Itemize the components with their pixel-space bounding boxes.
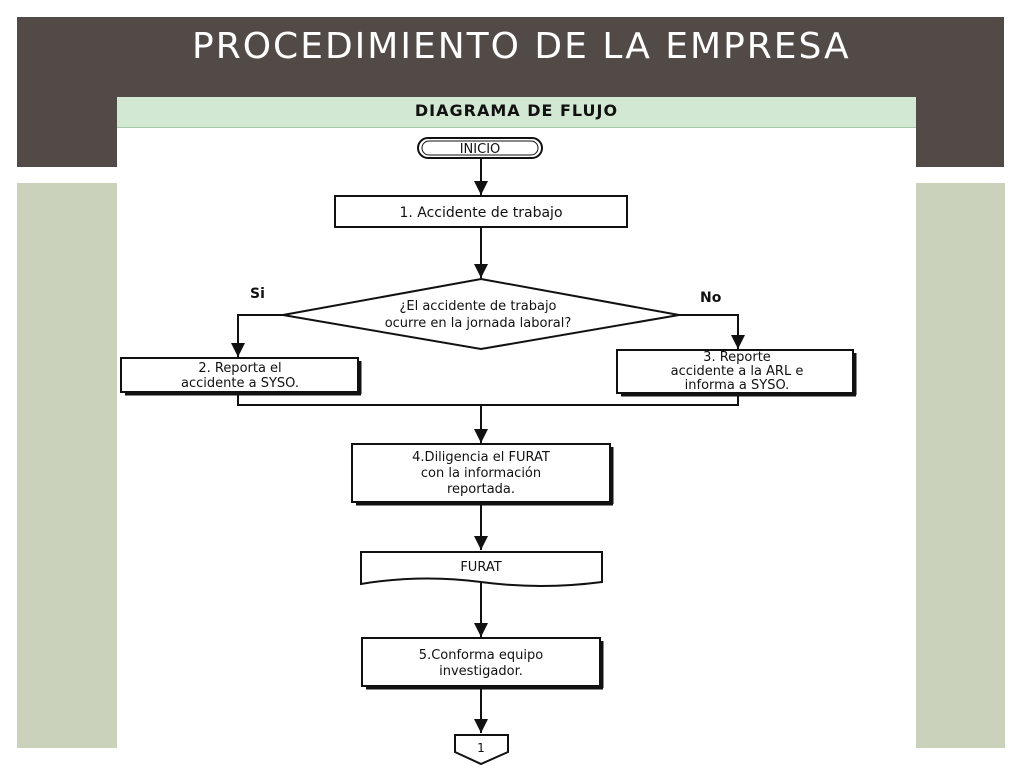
flowchart-figure: DIAGRAMA DE FLUJO INICIO — [117, 97, 916, 768]
arrow-no-branch — [679, 314, 745, 349]
left-side-panel — [17, 183, 117, 748]
arrow-yes-branch — [231, 314, 283, 357]
document-label: FURAT — [460, 560, 501, 575]
right-side-panel — [916, 183, 1005, 748]
furat-document-shape: FURAT — [360, 551, 603, 587]
step3-line2: accidente a la ARL e — [671, 364, 804, 379]
step3-line1: 3. Reporte — [703, 350, 771, 365]
step5-box: 5.Conforma equipo investigador. — [361, 637, 604, 690]
decision-diamond: ¿El accidente de trabajo ocurre en la jo… — [282, 277, 680, 351]
step4-line3: reportada. — [447, 482, 515, 497]
step4-line2: con la información — [421, 466, 541, 481]
merge-line — [237, 392, 739, 406]
step1-box: 1. Accidente de trabajo — [334, 195, 628, 228]
connector-lines — [231, 158, 745, 733]
diagram-title: DIAGRAMA DE FLUJO — [414, 101, 619, 120]
step5-line2: investigador. — [439, 664, 523, 679]
yes-label: Si — [250, 286, 265, 302]
slide-title: PROCEDIMIENTO DE LA EMPRESA — [192, 26, 851, 67]
decision-line1: ¿El accidente de trabajo — [399, 299, 556, 314]
flowchart-svg: INICIO 1. Accidente de trabajo ¿El accid… — [120, 137, 857, 766]
step4-line1: 4.Diligencia el FURAT — [412, 450, 550, 465]
start-terminal: INICIO — [417, 137, 543, 159]
step1-label: 1. Accidente de trabajo — [399, 205, 562, 221]
step2-line1: 2. Reporta el — [198, 361, 281, 376]
figure-title-strip — [117, 97, 916, 128]
step3-line3: informa a SYSO. — [685, 378, 790, 393]
start-label: INICIO — [460, 142, 501, 157]
no-label: No — [700, 290, 722, 306]
step3-box: 3. Reporte accidente a la ARL e informa … — [616, 349, 857, 397]
step2-line2: accidente a SYSO. — [181, 376, 299, 391]
connector-label: 1 — [477, 741, 485, 755]
step2-box: 2. Reporta el accidente a SYSO. — [120, 357, 362, 396]
step4-box: 4.Diligencia el FURAT con la información… — [351, 443, 614, 506]
decision-line2: ocurre en la jornada laboral? — [385, 316, 572, 331]
step5-line1: 5.Conforma equipo — [419, 648, 543, 663]
offpage-connector: 1 — [454, 734, 509, 766]
